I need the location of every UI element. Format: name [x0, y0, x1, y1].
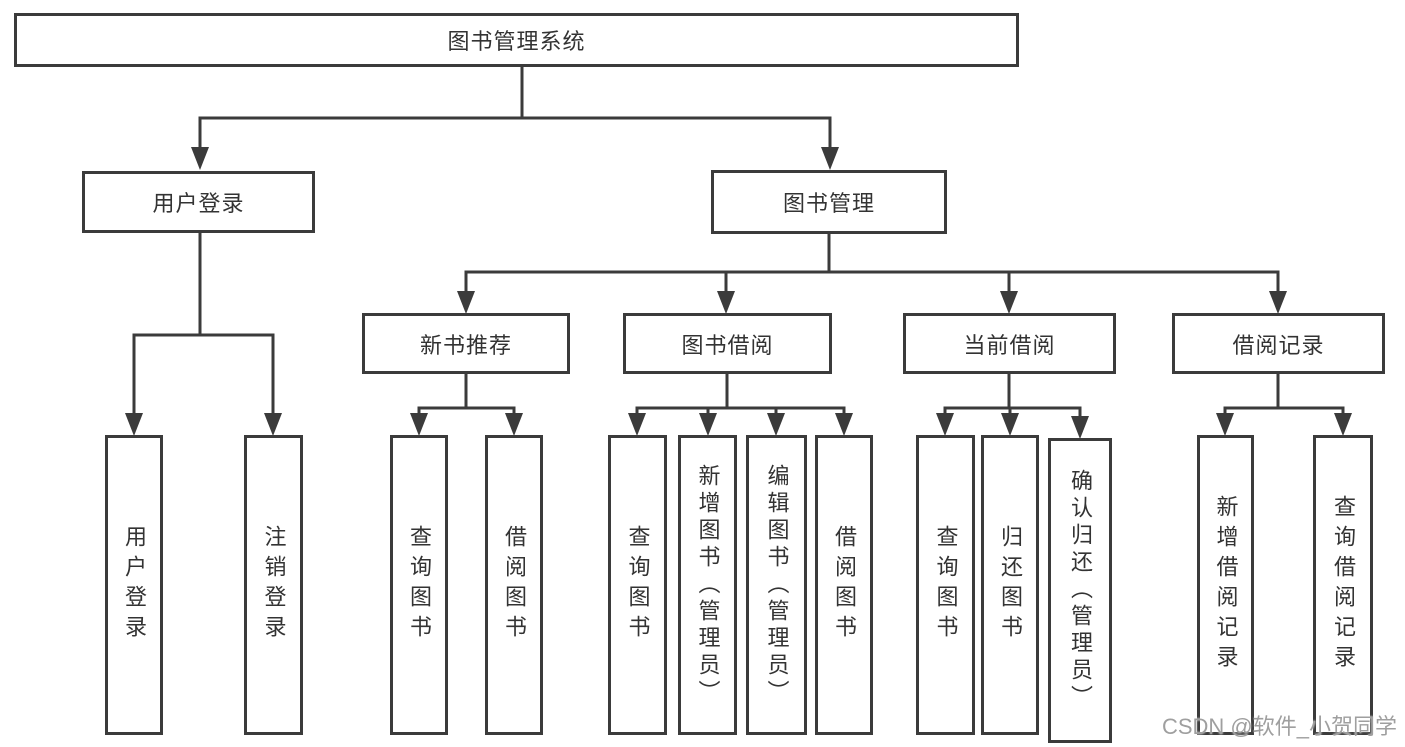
- node-current-borrow: 当前借阅: [903, 313, 1116, 374]
- arrowhead-icon: [835, 413, 853, 436]
- arrowhead-icon: [628, 413, 646, 436]
- arrowhead-icon: [936, 413, 954, 436]
- arrowhead-icon: [1000, 291, 1018, 314]
- arrowhead-icon: [191, 147, 209, 170]
- arrowhead-icon: [264, 413, 282, 436]
- arrowhead-icon: [821, 147, 839, 170]
- connector-borrow-to-children: [635, 373, 846, 417]
- connector-bookmgmt-to-level3: [464, 232, 1280, 294]
- arrowhead-icon: [410, 413, 428, 436]
- node-leaf-borrow-book-2: 借阅图书: [815, 435, 873, 735]
- arrowhead-icon: [125, 413, 143, 436]
- arrowhead-icon: [1001, 413, 1019, 436]
- node-leaf-logout: 注销登录: [244, 435, 303, 735]
- arrowhead-icon: [767, 413, 785, 436]
- connector-userlogin-to-children: [132, 231, 275, 416]
- node-leaf-query-book-2: 查询图书: [608, 435, 667, 735]
- connector-newbooks-to-children: [417, 373, 516, 417]
- node-leaf-query-book-1: 查询图书: [390, 435, 448, 735]
- arrowhead-icon: [1334, 413, 1352, 436]
- node-leaf-add-borrow-record: 新增借阅记录: [1197, 435, 1254, 735]
- node-leaf-borrow-book-1: 借阅图书: [485, 435, 543, 735]
- node-leaf-query-borrow-record: 查询借阅记录: [1313, 435, 1373, 735]
- connector-records-to-children: [1223, 373, 1345, 417]
- node-leaf-return-book: 归还图书: [981, 435, 1039, 735]
- node-book-borrow: 图书借阅: [623, 313, 832, 374]
- arrowhead-icon: [457, 291, 475, 314]
- node-system-root: 图书管理系统: [14, 13, 1019, 67]
- node-new-book-recommend: 新书推荐: [362, 313, 570, 374]
- arrowhead-icon: [717, 291, 735, 314]
- node-leaf-user-login: 用户登录: [105, 435, 163, 735]
- arrowhead-icon: [1269, 291, 1287, 314]
- csdn-watermark: CSDN @软件_小贺同学: [1161, 714, 1397, 739]
- node-book-management: 图书管理: [711, 170, 947, 234]
- arrowhead-icon: [1216, 413, 1234, 436]
- arrowhead-icon: [1071, 416, 1089, 439]
- node-user-login: 用户登录: [82, 171, 315, 233]
- node-borrow-records: 借阅记录: [1172, 313, 1385, 374]
- connector-root-to-level2: [198, 64, 832, 152]
- node-leaf-edit-book-admin: 编辑图书（管理员）: [746, 435, 807, 735]
- arrowhead-icon: [699, 413, 717, 436]
- node-leaf-query-book-3: 查询图书: [916, 435, 975, 735]
- node-leaf-add-book-admin: 新增图书（管理员）: [678, 435, 737, 735]
- node-leaf-confirm-return-admin: 确认归还（管理员）: [1048, 438, 1112, 743]
- connector-current-to-children: [943, 373, 1082, 420]
- arrowhead-icon: [505, 413, 523, 436]
